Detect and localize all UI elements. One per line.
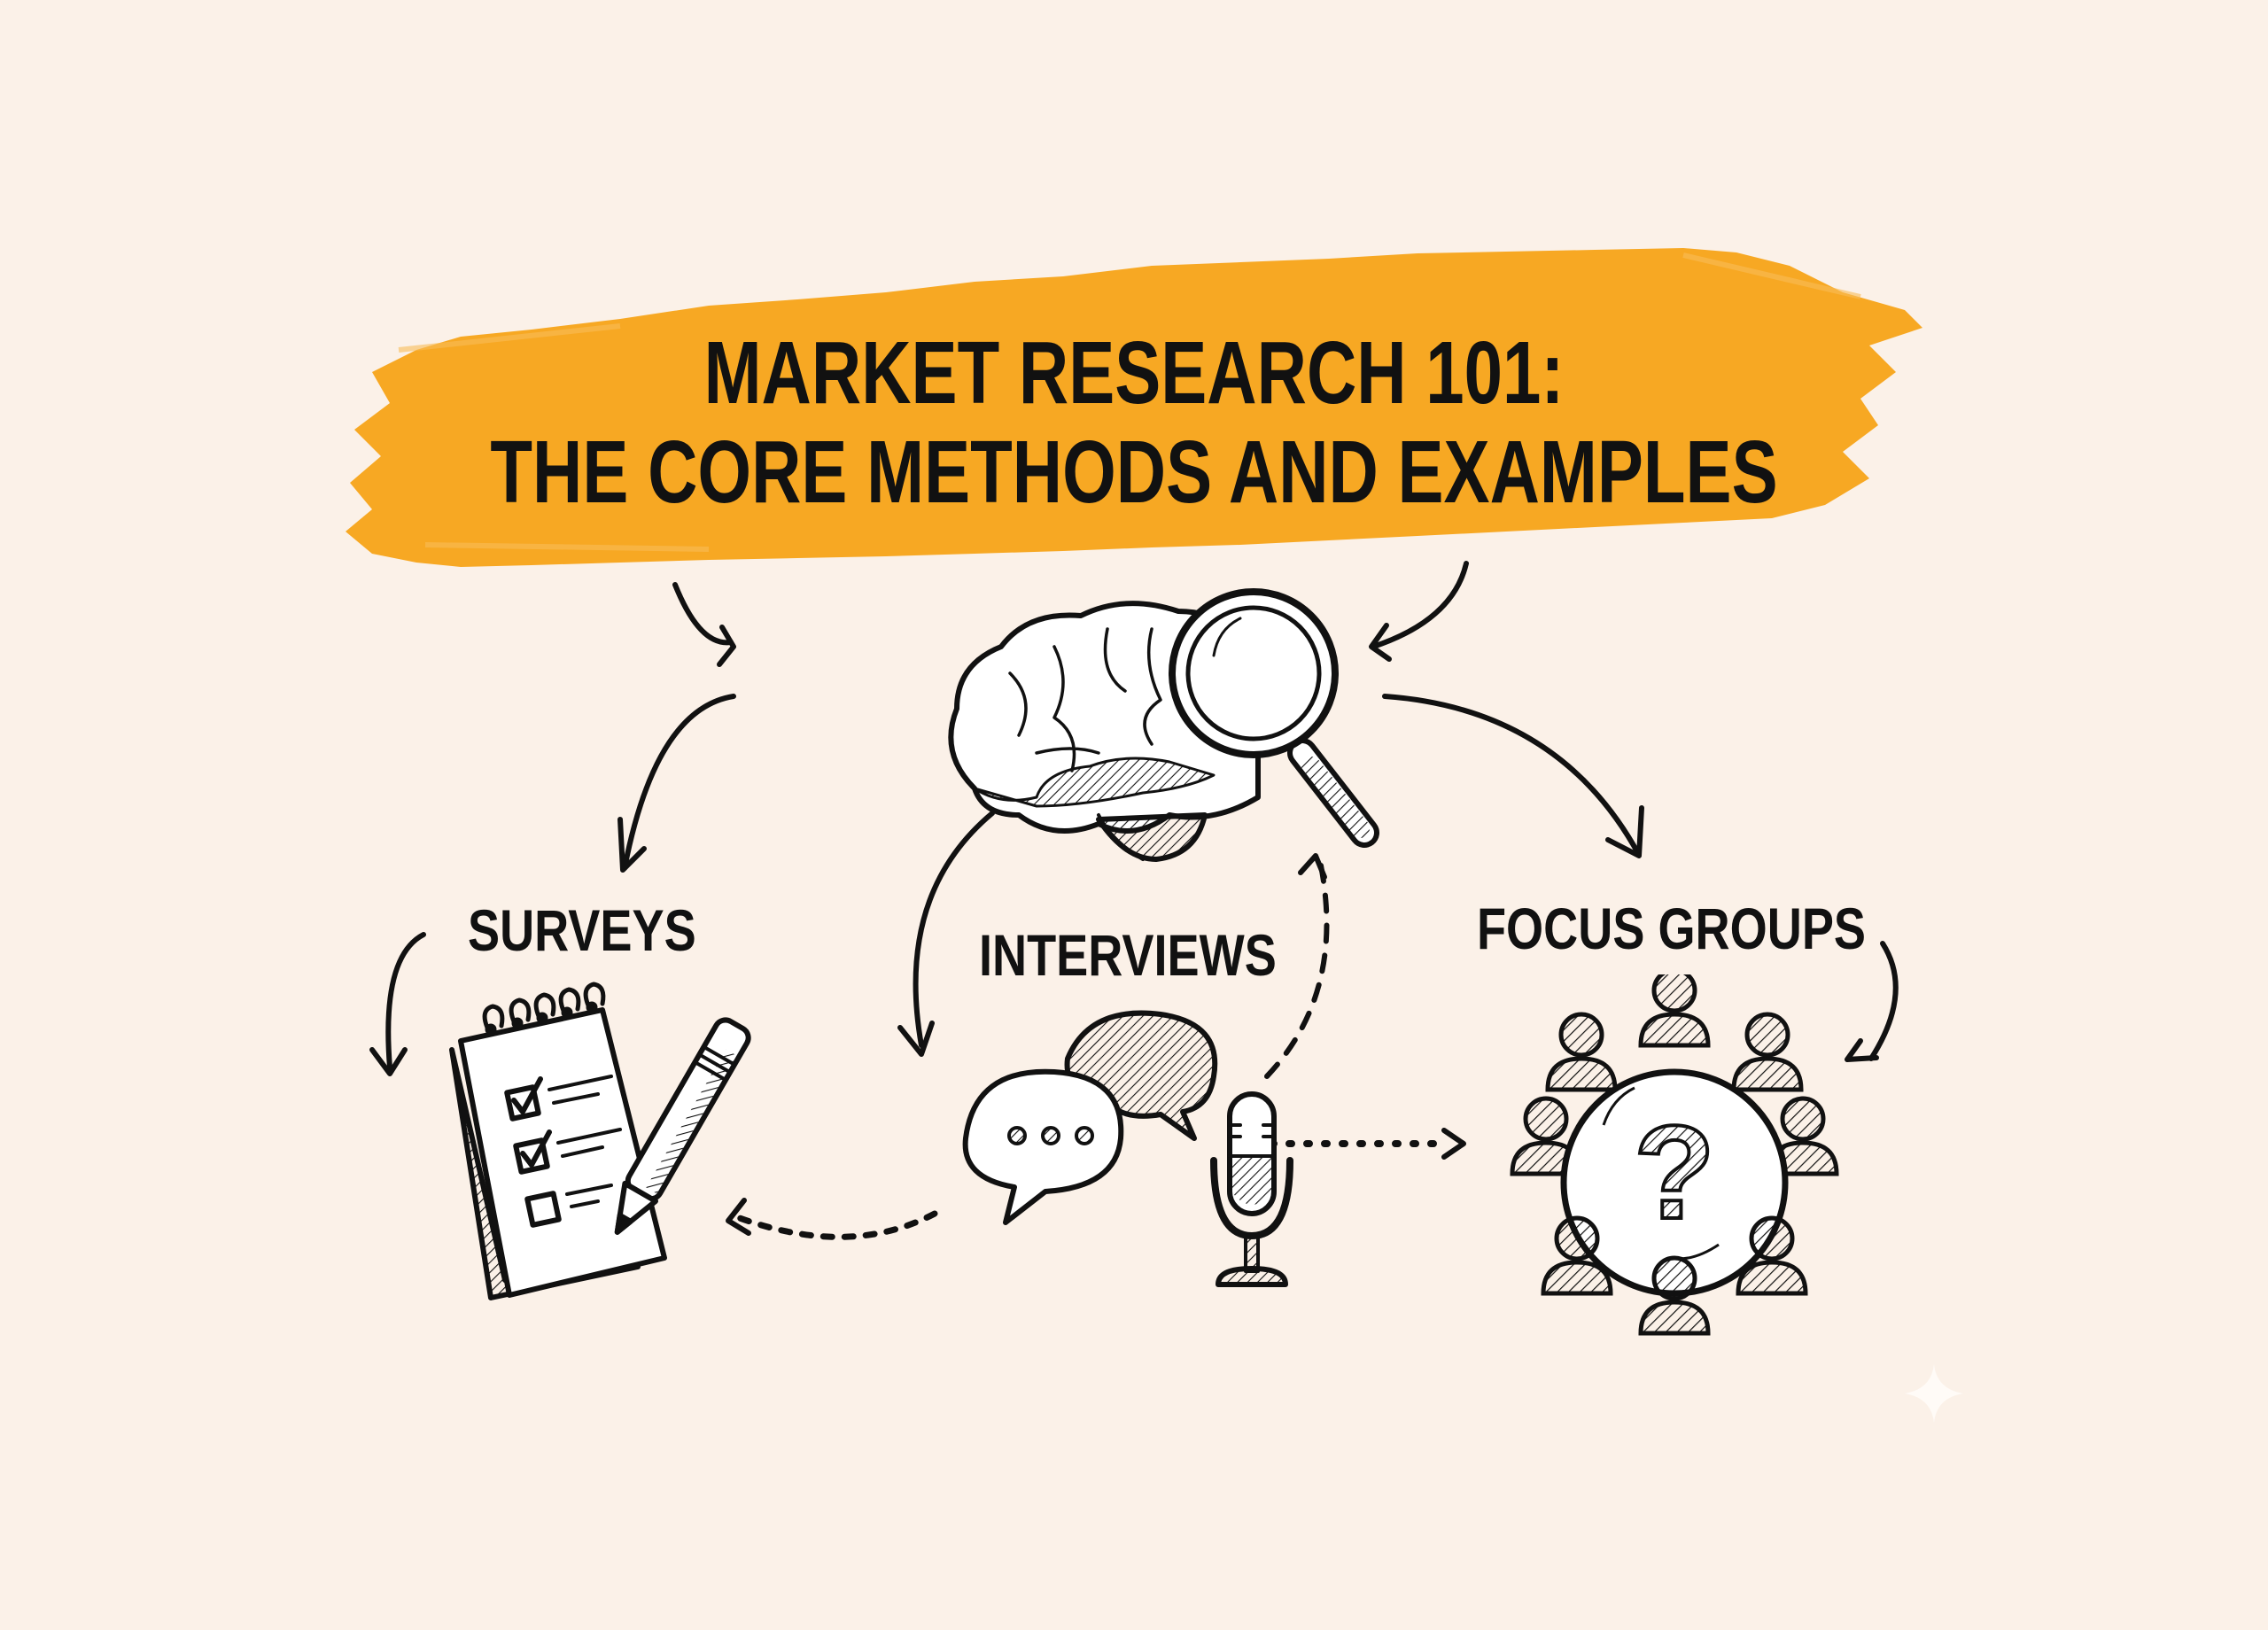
method-label-focus-groups: FOCUS GROUPS [1477,896,1867,961]
arrow-brain-to-focus-groups [1382,694,1644,858]
brain-with-magnifying-glass-icon [948,588,1379,862]
dashed-arrow-interviews-to-brain [1264,853,1330,1079]
speech-bubbles-microphone-icon [962,1010,1293,1287]
method-label-interviews: INTERVIEWS [979,922,1277,988]
title-line-1: MARKET RESEARCH 101: [703,323,1565,423]
arrow-surveys-curl [369,932,426,1076]
title-line-2: THE CORE METHODS AND EXAMPLES [490,423,1778,522]
arrow-into-brain-right [1369,561,1469,662]
dotted-arrow-interviews-to-focus-groups [1268,1128,1466,1160]
dashed-arrow-interviews-to-surveys [726,1198,938,1240]
arrow-focus-groups-curl [1845,941,1899,1062]
people-round-table-question-icon: ? [1480,974,1869,1338]
arrow-brain-to-surveys [617,694,736,873]
sparkle-icon [1905,1364,1963,1423]
method-label-surveys: SURVEYS [468,897,696,963]
checklist-notepad-pencil-icon [449,982,751,1300]
arrow-brain-to-interviews [897,811,995,1057]
question-mark-icon: ? [1634,1098,1715,1246]
arrow-into-brain-left [672,582,736,667]
